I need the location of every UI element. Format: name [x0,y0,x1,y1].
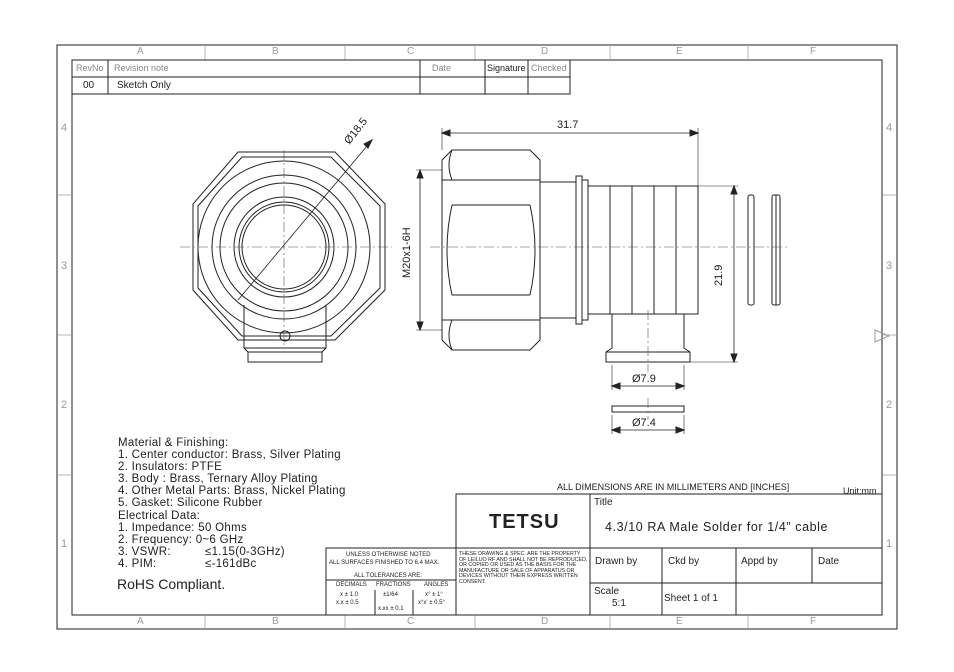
electrical-item-2: 2. Frequency: 0~6 GHz [118,534,244,546]
dim-thread: M20x1-6H [401,227,413,278]
rohs-note: RoHS Compliant. [117,576,226,592]
unit-label: Unit:mm [843,486,877,496]
material-item-4: 4. Other Metal Parts: Brass, Nickel Plat… [118,485,346,497]
rev-header-date: Date [432,63,452,73]
grid-number-3-left: 3 [61,260,68,272]
grid-letter-c-bottom: C [407,616,415,627]
title-block-lines [325,493,883,616]
tolerance-line-2: ALL SURFACES FINISHED TO 6.4 MAX. [329,560,440,566]
front-view [192,138,386,363]
tolerance-ang-1: x° ± 1° [425,592,443,598]
tolerance-col-angles: ANGLES [424,582,449,588]
grid-letter-b-bottom: B [272,616,279,627]
grid-number-1-left: 1 [61,538,68,550]
electrical-item-1: 1. Impedance: 50 Ohms [118,522,248,534]
electrical-item-3-value: ≤1.15(0-3GHz) [205,546,285,558]
grid-number-2-right: 2 [886,399,893,411]
sheet-number: Sheet 1 of 1 [664,593,718,604]
date-label: Date [818,556,840,567]
rev-row-note: Sketch Only [117,80,171,91]
tolerance-frac-2: x.xx ± 0.1 [378,606,404,612]
ckd-by-label: Ckd by [668,556,700,567]
electrical-item-3-label: 3. VSWR: [118,546,171,558]
grid-letter-a-bottom: A [137,616,144,627]
drawing-title: 4.3/10 RA Male Solder for 1/4” cable [605,520,829,534]
grid-letter-d-top: D [541,46,549,57]
grid-letter-a-top: A [137,46,144,57]
material-item-3: 3. Body : Brass, Ternary Alloy Plating [118,473,318,485]
tolerance-dec-2: x.x ± 0.5 [336,600,359,606]
material-item-5: 5. Gasket: Silicone Rubber [118,497,263,509]
tolerance-dec-1: x ± 1.0 [340,592,358,598]
grid-number-2-left: 2 [61,399,68,411]
dim-cable-diameter: Ø7.9 [632,373,656,385]
materials-heading: Material & Finishing: [118,437,229,449]
side-view [416,128,781,434]
dim-height: 21.9 [713,264,725,286]
rev-header-signature: Signature [487,63,526,73]
grid-letter-e-top: E [676,46,683,57]
grid-number-4-right: 4 [886,122,893,134]
outer-border [56,44,898,630]
electrical-item-4-label: 4. PIM: [118,558,157,570]
tolerance-col-fractions: FRACTIONS [376,582,411,588]
orientation-arrow [874,329,891,343]
tolerance-frac-1: ±1/64 [383,592,398,598]
proprietary-notice: THESE DRAWING & SPEC. ARE THE PROPERTY O… [459,551,588,585]
scale-value: 5:1 [612,598,626,609]
grid-number-4-left: 4 [61,122,68,134]
rev-header-note: Revision note [114,63,169,73]
grid-letter-e-bottom: E [676,616,683,627]
rev-header-revno: RevNo [76,63,104,73]
rev-header-checked: Checked [531,63,567,73]
grid-number-3-right: 3 [886,260,893,272]
rev-row-revno: 00 [83,80,95,91]
grid-letter-f-top: F [810,46,817,57]
drawn-by-label: Drawn by [595,556,638,567]
tolerance-col-decimals: DECIMALS [336,582,367,588]
tolerance-line-3: ALL TOLERANCES ARE: [354,573,422,579]
grid-letter-d-bottom: D [541,616,549,627]
dim-gasket-diameter: Ø7.4 [632,417,656,429]
grid-letter-f-bottom: F [810,616,817,627]
scale-label: Scale [594,586,620,597]
company-name: TETSU [489,511,560,533]
dim-length: 31.7 [557,119,579,131]
material-item-2: 2. Insulators: PTFE [118,461,223,473]
title-label: Title [594,497,613,508]
electrical-heading: Electrical Data: [118,510,201,522]
tolerance-ang-2: x°x' ± 0.5° [418,600,445,606]
tolerance-line-1: UNLESS OTHERWISE NOTED [346,552,431,558]
material-item-1: 1. Center conductor: Brass, Silver Plati… [118,449,341,461]
electrical-item-4-value: ≤-161dBc [205,558,257,570]
units-note: ALL DIMENSIONS ARE IN MILLIMETERS AND [I… [557,482,790,492]
grid-letter-c-top: C [407,46,415,57]
appd-by-label: Appd by [741,556,778,567]
grid-letter-b-top: B [272,46,279,57]
revision-table-lines [71,59,571,95]
grid-number-1-right: 1 [886,538,893,550]
